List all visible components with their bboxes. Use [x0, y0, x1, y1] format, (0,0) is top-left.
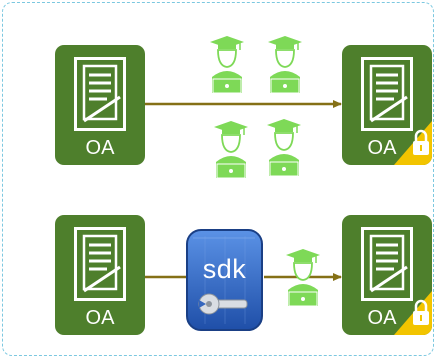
dashed-frame — [2, 2, 434, 356]
oa-label: OA — [85, 137, 115, 159]
oa-label: OA — [367, 307, 397, 329]
oa-label: OA — [367, 137, 397, 159]
oa-target-top: OA — [342, 45, 432, 165]
padlock-icon — [394, 291, 432, 335]
document-icon — [74, 57, 126, 131]
sdk-tool: sdk — [185, 228, 264, 332]
graduate-user-icon — [214, 121, 248, 178]
sdk-label: sdk — [202, 254, 247, 284]
document-icon — [361, 57, 413, 131]
oa-source-top: OA — [55, 45, 145, 165]
graduate-user-icon — [286, 249, 320, 306]
wrench-icon — [198, 293, 248, 315]
oa-target-bottom: OA — [342, 215, 432, 335]
graduate-user-icon — [210, 36, 244, 93]
graduate-user-icon — [268, 36, 302, 93]
oa-label: OA — [85, 307, 115, 329]
document-icon — [361, 227, 413, 301]
document-icon — [74, 227, 126, 301]
padlock-icon — [394, 121, 432, 165]
graduate-user-icon — [267, 119, 301, 176]
oa-source-bottom: OA — [55, 215, 145, 335]
